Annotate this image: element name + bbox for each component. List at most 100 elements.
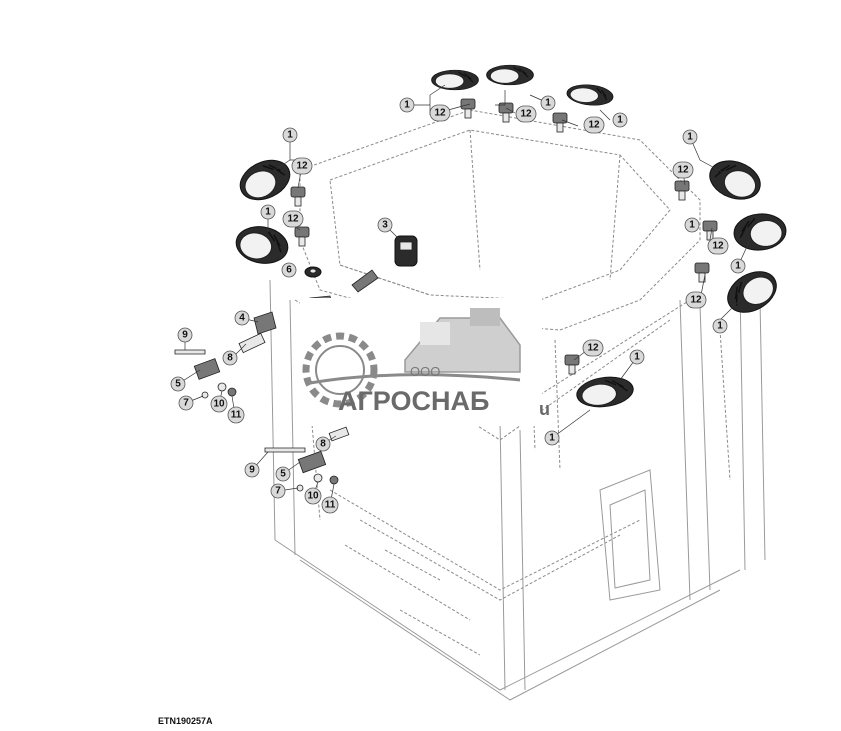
callout-1: 1	[712, 318, 728, 334]
callout-11: 11	[321, 496, 339, 514]
svg-text:1: 1	[404, 100, 410, 111]
svg-text:7: 7	[183, 398, 189, 409]
roof-mount-2	[498, 102, 514, 123]
callout-12: 12	[672, 161, 694, 179]
svg-text:4: 4	[239, 313, 245, 324]
callout-3: 3	[377, 217, 393, 233]
svg-text:9: 9	[182, 330, 188, 341]
roof-lamp-2	[485, 64, 535, 86]
roof-lamp-1	[430, 69, 480, 91]
svg-text:1: 1	[735, 261, 741, 272]
callout-1: 1	[612, 112, 628, 128]
callout-1: 1	[684, 217, 700, 233]
right-lamp-1	[703, 153, 767, 207]
callout-9: 9	[244, 462, 260, 478]
roof-lamp-3	[562, 81, 618, 109]
upper-fastener-set	[174, 311, 277, 399]
callout-1: 1	[629, 349, 645, 365]
callout-12: 12	[685, 291, 707, 309]
svg-text:1: 1	[265, 207, 271, 218]
callout-12: 12	[515, 105, 537, 123]
svg-text:8: 8	[320, 439, 326, 450]
watermark-trailing-letter: u	[539, 399, 550, 419]
svg-text:5: 5	[280, 469, 286, 480]
watermark-gear-icon	[302, 332, 378, 408]
svg-text:1: 1	[634, 352, 640, 363]
svg-text:1: 1	[549, 433, 555, 444]
left-mount-2	[294, 226, 310, 247]
svg-text:7: 7	[275, 486, 281, 497]
callout-10: 10	[210, 395, 228, 413]
roof-mount-3	[552, 112, 568, 133]
callout-5: 5	[170, 376, 186, 392]
svg-text:11: 11	[231, 410, 242, 421]
svg-text:1: 1	[689, 220, 695, 231]
right-lamp-3	[719, 262, 785, 322]
callout-1: 1	[682, 129, 698, 145]
left-mount-1	[290, 186, 306, 207]
watermark-company-prefix: ООО	[410, 364, 440, 379]
callout-8: 8	[315, 436, 331, 452]
watermark-harvester-icon	[309, 308, 521, 385]
callout-12: 12	[707, 237, 729, 255]
callout-9: 9	[177, 327, 193, 343]
svg-text:5: 5	[175, 379, 181, 390]
part-6-grommet	[304, 266, 322, 278]
callout-7: 7	[178, 395, 194, 411]
callout-12: 12	[429, 104, 451, 122]
svg-text:12: 12	[520, 109, 532, 120]
leader-lines	[177, 84, 751, 506]
svg-text:1: 1	[287, 130, 293, 141]
left-lamp-2	[232, 222, 292, 268]
callout-1: 1	[540, 95, 556, 111]
callout-1: 1	[282, 127, 298, 143]
callout-5: 5	[275, 466, 291, 482]
right-mount-1	[674, 180, 690, 201]
svg-text:12: 12	[677, 165, 689, 176]
svg-text:12: 12	[434, 108, 446, 119]
callout-1: 1	[544, 430, 560, 446]
left-lamp-1	[233, 151, 297, 209]
part-3-module	[394, 235, 418, 267]
callouts: 1 12 12 1 12 1 1 12 1 12 1 12 1 12 1 12 …	[170, 95, 746, 514]
watermark-company-name: АГРОСНАБ	[338, 386, 489, 416]
svg-text:12: 12	[296, 161, 308, 172]
svg-text:1: 1	[687, 132, 693, 143]
svg-text:12: 12	[587, 343, 599, 354]
front-lamp	[571, 371, 639, 413]
callout-4: 4	[234, 310, 250, 326]
svg-text:9: 9	[249, 465, 255, 476]
right-mount-3	[694, 262, 710, 283]
lower-fastener-set	[264, 426, 350, 492]
callout-6: 6	[281, 262, 297, 278]
roof-mount-1	[460, 98, 476, 119]
svg-text:1: 1	[545, 98, 551, 109]
svg-text:3: 3	[382, 220, 388, 231]
svg-text:10: 10	[213, 399, 225, 410]
svg-text:12: 12	[712, 241, 724, 252]
svg-text:1: 1	[717, 321, 723, 332]
svg-text:12: 12	[690, 295, 702, 306]
svg-text:11: 11	[325, 500, 336, 511]
callout-12: 12	[583, 116, 605, 134]
right-lamp-2	[731, 211, 789, 253]
callout-12: 12	[291, 157, 313, 175]
callout-1: 1	[260, 204, 276, 220]
svg-text:8: 8	[227, 353, 233, 364]
svg-text:6: 6	[286, 265, 292, 276]
right-mount-2	[702, 220, 718, 241]
callout-1: 1	[399, 97, 415, 113]
callout-12: 12	[282, 210, 304, 228]
svg-text:10: 10	[307, 491, 319, 502]
callout-10: 10	[304, 487, 322, 505]
callout-12: 12	[582, 339, 604, 357]
svg-text:12: 12	[588, 120, 600, 131]
svg-text:1: 1	[617, 115, 623, 126]
callout-1: 1	[730, 258, 746, 274]
figure-reference: ETN190257A	[158, 716, 213, 726]
callout-11: 11	[227, 406, 245, 424]
watermark: ООО АГРОСНАБ u	[300, 298, 550, 426]
callout-7: 7	[270, 483, 286, 499]
callout-8: 8	[222, 350, 238, 366]
